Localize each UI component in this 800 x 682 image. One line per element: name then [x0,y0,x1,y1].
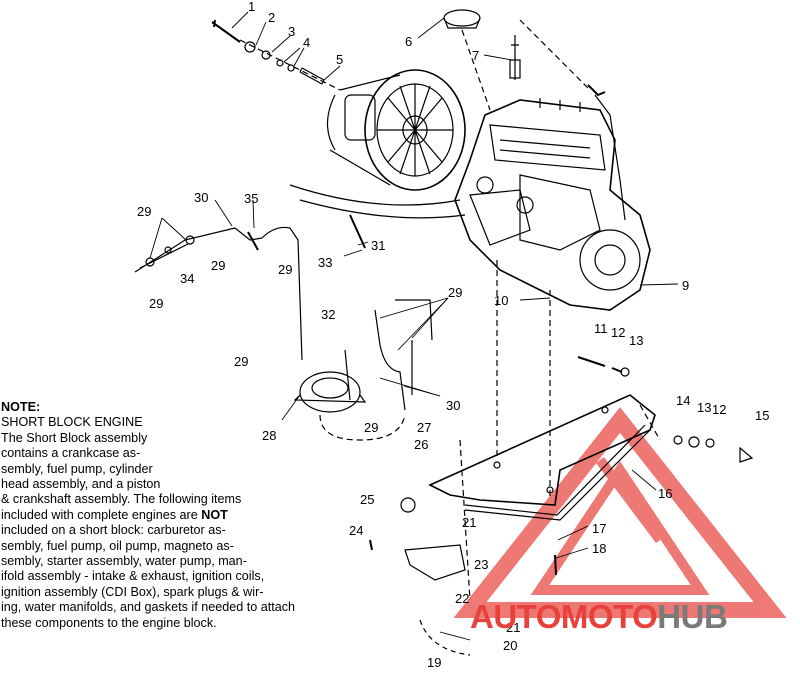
callout-32: 32 [321,307,335,322]
note-line: The Short Block assembly [1,430,148,445]
callout-34: 34 [180,271,194,286]
callout-6: 6 [405,34,412,49]
clutch-assembly [326,69,466,191]
callout-33: 33 [318,255,332,270]
callout-18: 18 [592,541,606,556]
stabilizer-rod [464,424,651,521]
callout-11: 11 [594,321,608,336]
callout-12-lower: 12 [712,402,726,417]
note-title: NOTE: [1,400,41,414]
callout-1: 1 [248,0,255,14]
callout-10: 10 [494,293,508,308]
note-line: contains a crankcase as- [1,446,141,461]
callout-7: 7 [472,48,479,63]
callout-27: 27 [417,420,431,435]
callout-20: 20 [503,638,517,653]
note-line: head assembly, and a piston [1,477,161,492]
note-heading: SHORT BLOCK ENGINE [1,415,143,430]
watermark-auto: AUTO [470,598,561,635]
note-line: included on a short block: carburetor as… [1,523,226,538]
watermark-hub: HUB [657,598,728,635]
callout-28: 28 [262,428,276,443]
callout-30-b: 30 [446,398,460,413]
watermark-moto: MOTO [560,598,658,635]
callout-25: 25 [360,492,374,507]
note-line: sembly, starter assembly, water pump, ma… [1,554,247,569]
callout-29-b: 29 [211,258,225,273]
callout-29-e: 29 [234,354,248,369]
note-line: & crankshaft assembly. The following ite… [1,492,242,507]
callout-16: 16 [658,486,672,501]
note-line: these components to the engine block. [1,615,217,630]
callout-13-lower: 13 [697,400,711,415]
engine-mount-plate [428,394,656,506]
callout-23: 23 [474,557,488,572]
callout-30-a: 30 [194,190,208,205]
callout-5: 5 [336,52,343,67]
ignition-wire [594,94,626,221]
short-block-note: NOTE: SHORT BLOCK ENGINE The Short Block… [1,400,296,631]
note-line: sembly, fuel pump, oil pump, magneto as- [1,538,234,553]
callout-35: 35 [244,191,258,206]
callout-31: 31 [371,238,385,253]
callout-29-g: 29 [364,420,378,435]
callout-19: 19 [427,655,441,670]
callout-3: 3 [288,24,295,39]
mount-bracket [404,544,466,581]
callout-22: 22 [455,591,469,606]
fuel-line-assembly [134,226,303,361]
mount-bushing [400,497,416,513]
pulse-hoses [344,299,433,411]
throttle-cable [289,184,461,206]
callout-2: 2 [268,10,275,25]
watermark-text: AUTOMOTOHUB [470,598,728,636]
fuel-pump [293,371,367,413]
callout-15: 15 [755,408,769,423]
spark-plug [509,35,521,80]
engine-block [454,98,651,311]
callout-4: 4 [303,35,310,50]
callout-21-upper: 21 [462,515,476,530]
note-emphasis: NOT [201,507,228,522]
callout-29-f: 29 [448,285,462,300]
callout-14: 14 [676,393,690,408]
note-line: ing, water manifolds, and gaskets if nee… [1,600,296,615]
callout-24: 24 [349,523,363,538]
callout-13-upper: 13 [629,333,643,348]
callout-29-d: 29 [278,262,292,277]
bolt-and-washers [211,19,325,85]
callout-29-c: 29 [149,296,163,311]
note-line: included with complete engines are [1,507,198,522]
callout-21-lower: 21 [506,620,520,635]
fuel-cap [443,9,481,29]
callout-29-a: 29 [137,204,151,219]
callout-12-upper: 12 [611,325,625,340]
callout-26: 26 [414,437,428,452]
note-line: ifold assembly - intake & exhaust, ignit… [1,569,265,584]
callout-9: 9 [682,278,689,293]
assembly-guide-lines [239,19,661,601]
callout-leaders [149,11,679,641]
note-line: sembly, fuel pump, cylinder [1,461,153,476]
callout-numbers: 1 2 3 4 5 6 7 9 10 11 12 13 14 13 12 15 … [137,0,769,670]
callout-17: 17 [592,521,606,536]
note-line: ignition assembly (CDI Box), spark plugs… [1,584,264,599]
note-line-with-emphasis: included with complete engines are NOT [1,508,293,523]
